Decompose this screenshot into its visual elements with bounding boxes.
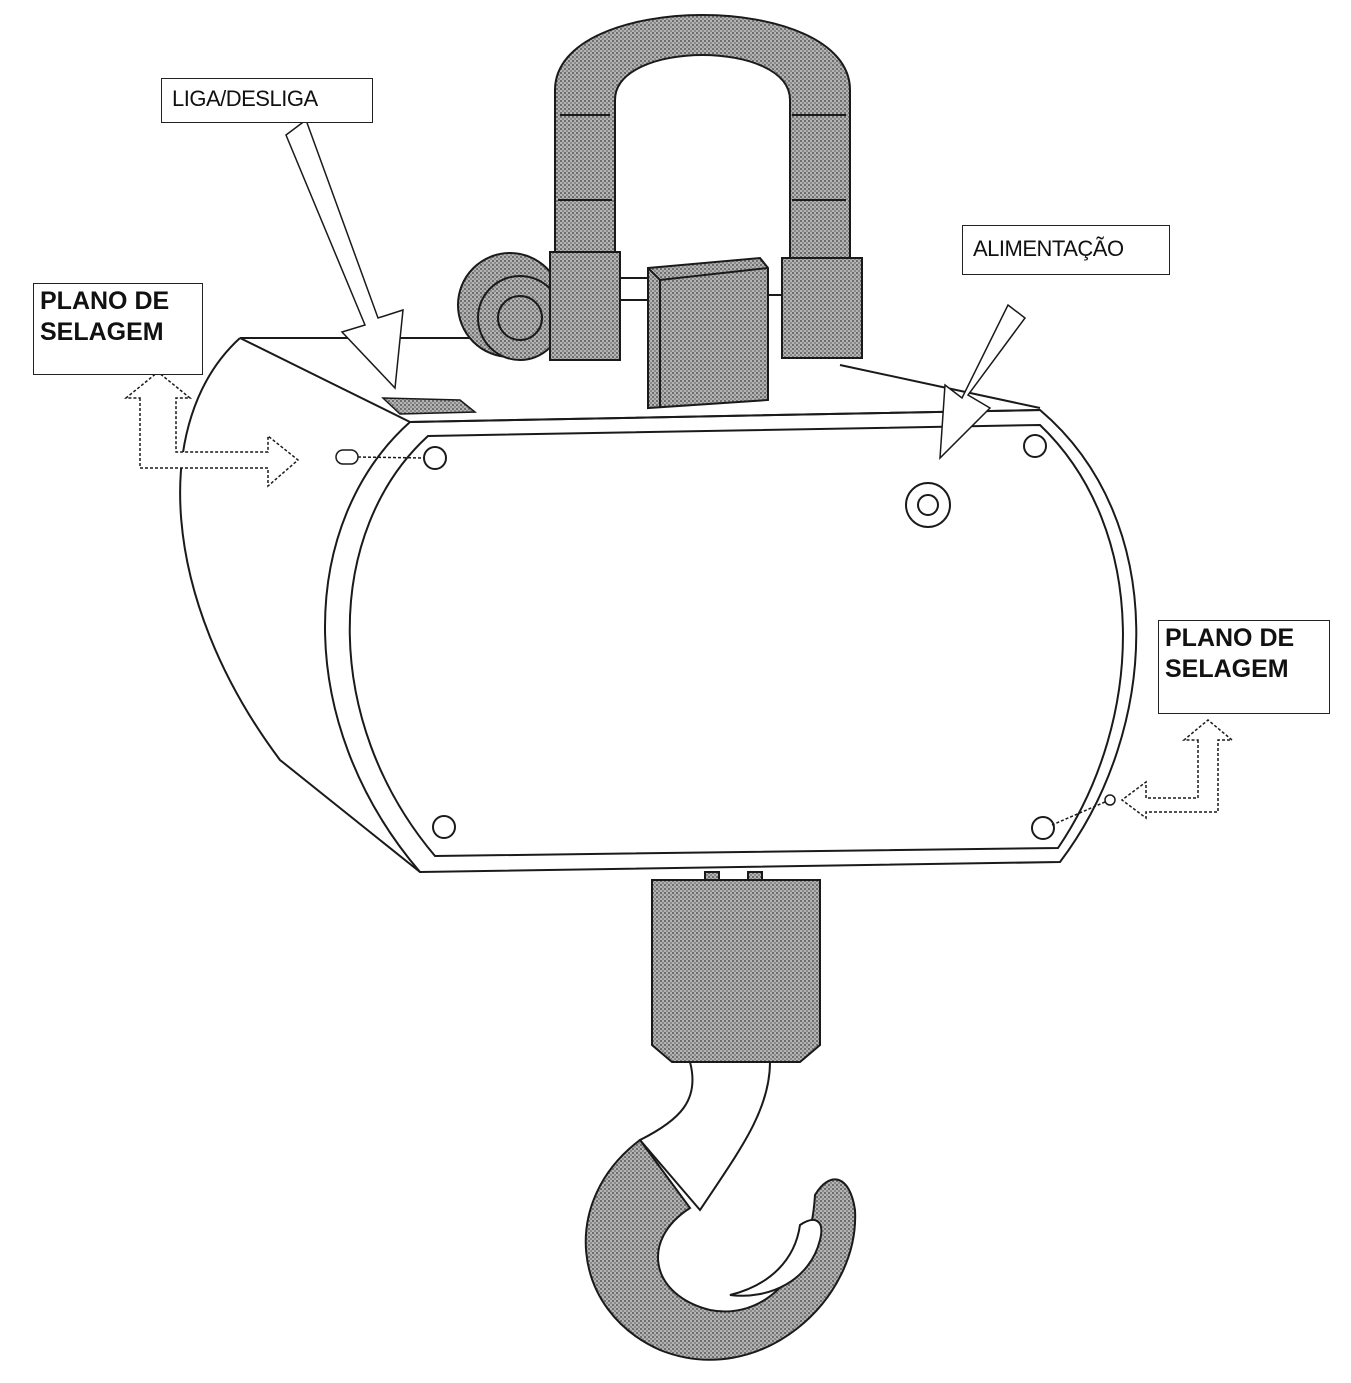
hook-shank <box>638 1061 772 1212</box>
seal-point-right <box>1051 794 1116 826</box>
shackle-collar-left <box>549 251 621 361</box>
label-seal-right-line2: SELAGEM <box>1165 655 1289 683</box>
arrow-seal-left <box>123 371 300 488</box>
arrow-power-supply <box>939 303 1027 460</box>
hook-assembly <box>584 871 857 1361</box>
shackle-bolt-head <box>457 252 563 361</box>
label-power-supply: ALIMENTAÇÃO <box>962 225 1170 275</box>
arrow-seal-right <box>1120 719 1235 820</box>
screw-bottom-right <box>1031 816 1055 840</box>
arrows <box>123 118 1235 820</box>
power-switch <box>381 397 478 415</box>
seal-point-left <box>335 449 426 465</box>
label-seal-left-line1: PLANO DE <box>40 287 170 315</box>
housing-front-inner <box>348 423 1124 858</box>
label-seal-left: PLANO DE SELAGEM <box>33 283 203 375</box>
screw-top-left <box>423 446 447 470</box>
hook-tip-inner <box>729 1219 823 1297</box>
housing-side-face <box>179 337 421 873</box>
arrow-power-switch <box>285 118 404 390</box>
label-seal-right-line1: PLANO DE <box>1165 624 1295 652</box>
label-power-switch: LIGA/DESLIGA <box>161 78 373 123</box>
hook-body <box>584 1138 857 1361</box>
screw-bottom-left <box>432 815 456 839</box>
shackle-collar-right <box>781 257 863 359</box>
housing-front-face <box>324 408 1138 874</box>
power-connector <box>905 482 951 528</box>
label-seal-left-line2: SELAGEM <box>40 318 164 346</box>
screw-top-right <box>1023 434 1047 458</box>
shackle-mount-block <box>647 256 769 410</box>
scale-housing <box>179 337 1138 874</box>
screws <box>423 434 1055 840</box>
shackle <box>457 14 863 410</box>
label-seal-right: PLANO DE SELAGEM <box>1158 620 1330 714</box>
hook-swivel-block <box>651 879 821 1063</box>
shackle-bow <box>554 14 851 281</box>
